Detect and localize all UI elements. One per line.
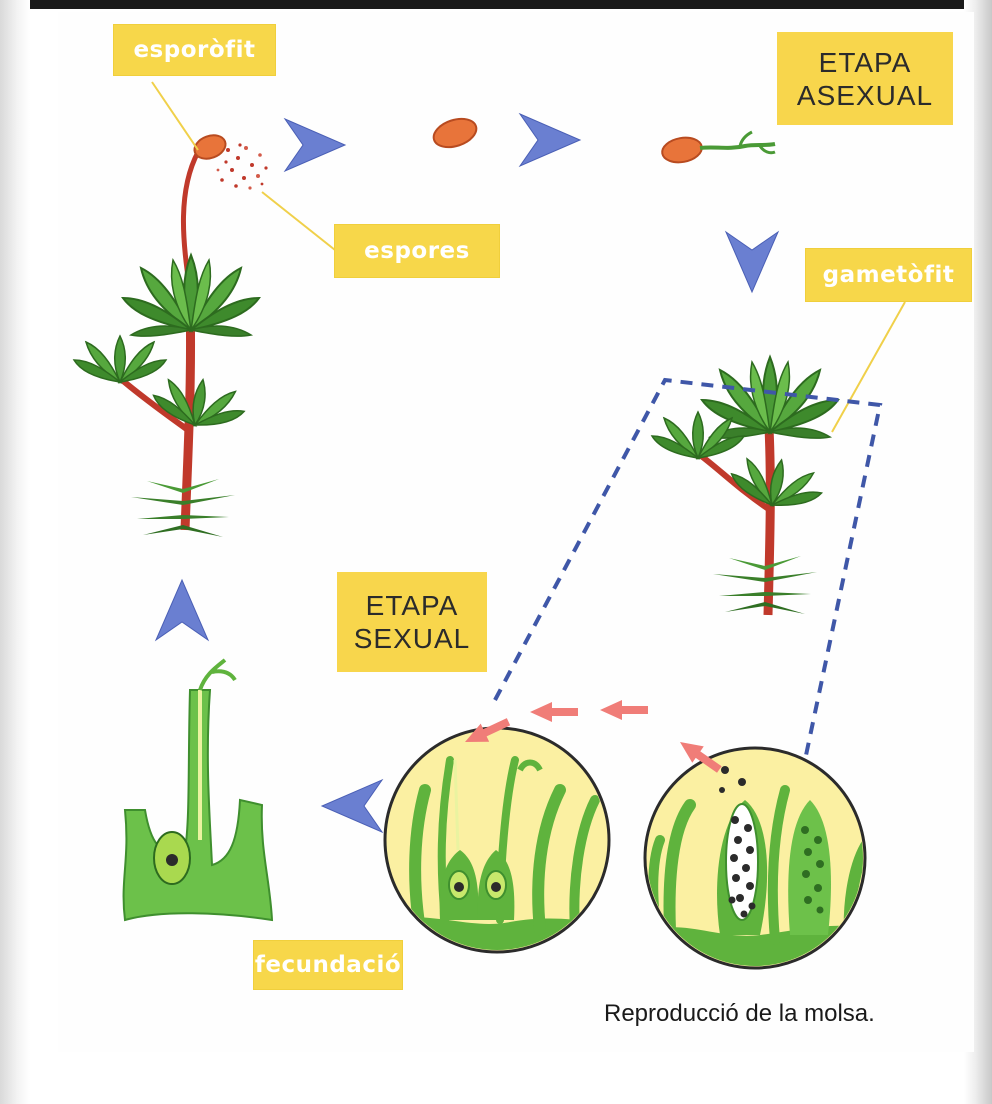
cycle-arrow-4 — [321, 779, 383, 833]
sexual-stage-box: ETAPA SEXUAL — [337, 572, 487, 672]
cycle-arrow-2 — [519, 113, 581, 167]
cycle-arrow-1 — [284, 118, 346, 172]
sporophyte-pointer — [151, 81, 199, 151]
fertilized-archegonium — [122, 658, 274, 922]
scan-edge-top — [0, 0, 992, 9]
fertilization-label: fecundació — [253, 940, 403, 990]
germinating-spore — [661, 130, 776, 164]
sporophyte-label: esporòfit — [113, 24, 276, 76]
cycle-arrow-3 — [725, 231, 779, 293]
gametophyte-plant — [651, 356, 839, 616]
gametophyte-label: gametòfit — [805, 248, 972, 302]
spore-cloud — [216, 143, 268, 190]
magnify-callout-lines — [493, 377, 883, 761]
scan-edge-left — [0, 0, 30, 1104]
magnifier-archegonia — [383, 726, 611, 954]
sporophyte-plant — [73, 134, 260, 537]
asexual-stage-box: ETAPA ASEXUAL — [777, 32, 953, 125]
figure-caption: Reproducció de la molsa. — [604, 1000, 875, 1027]
cycle-arrow-5 — [155, 579, 209, 641]
magnifier-sex-organs — [643, 746, 867, 970]
gametophyte-pointer — [831, 301, 906, 433]
spores-label: espores — [334, 224, 500, 278]
single-spore — [432, 117, 478, 149]
spores-pointer — [261, 191, 336, 251]
